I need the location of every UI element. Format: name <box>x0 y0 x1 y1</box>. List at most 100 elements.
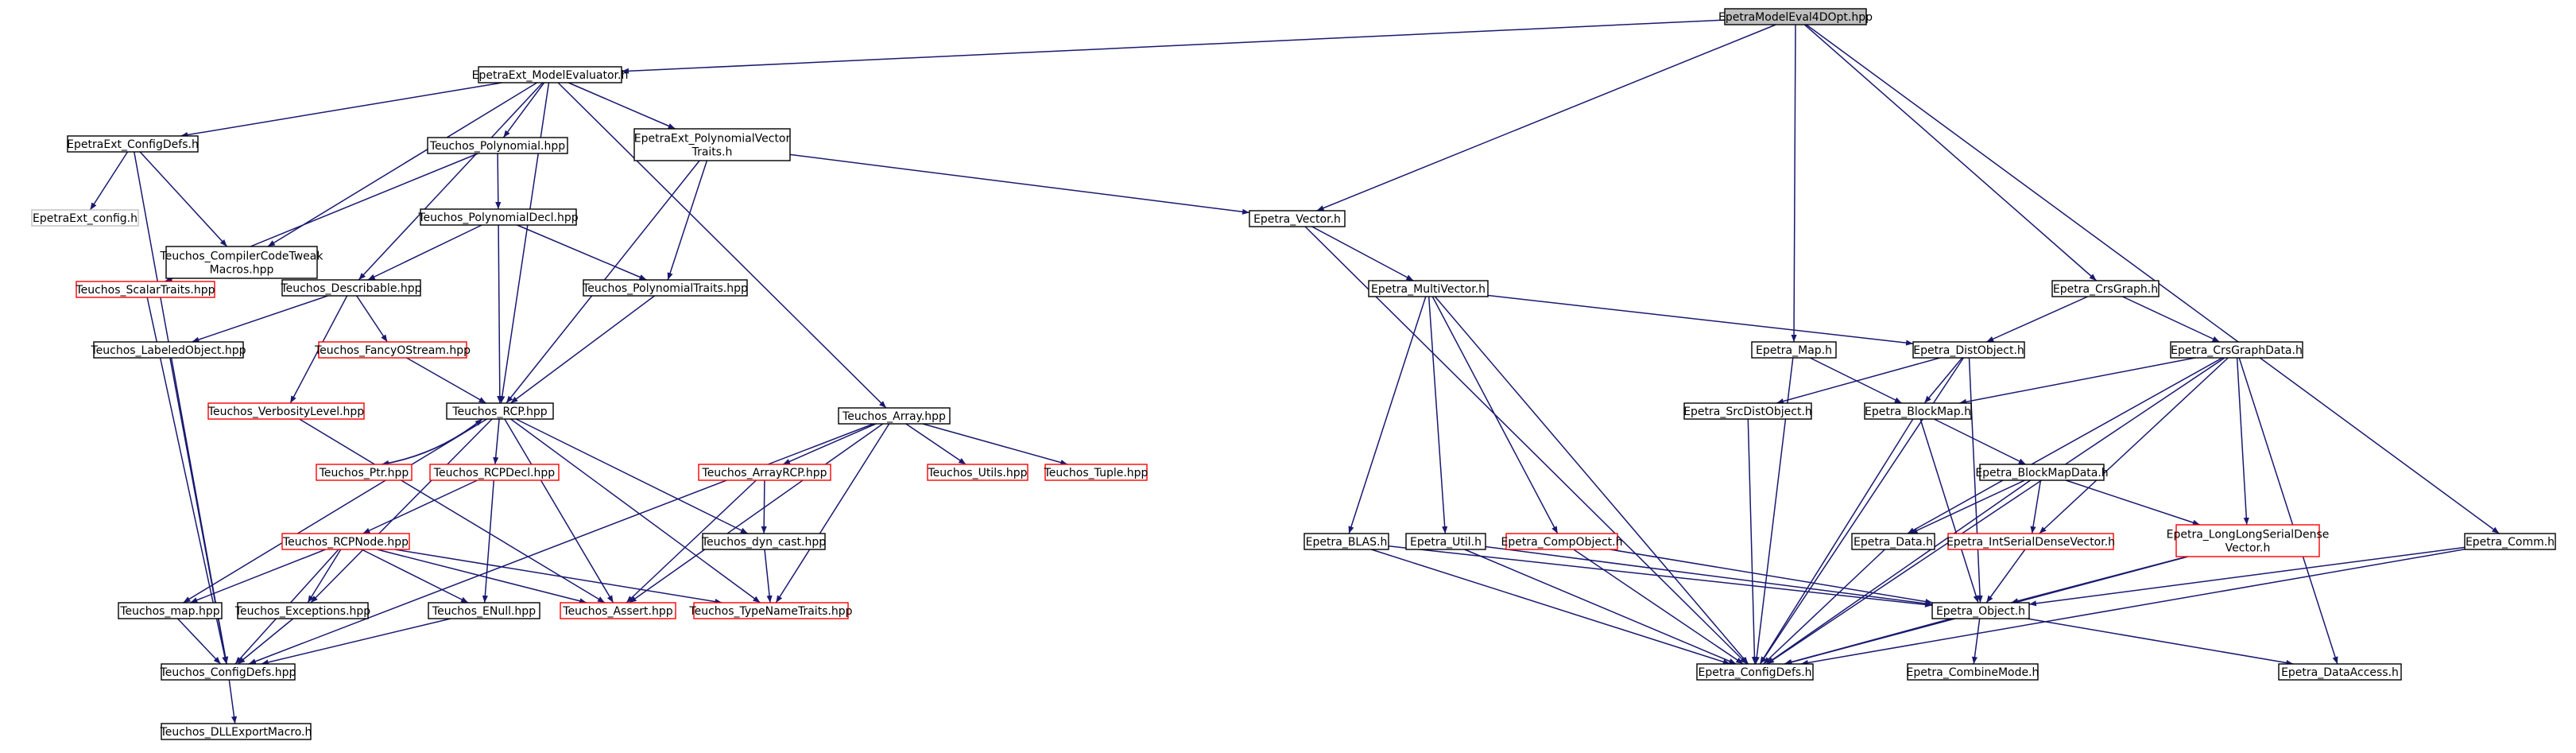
node-fancy[interactable]: Teuchos_FancyOStream.hpp <box>314 341 471 359</box>
node-tcfg[interactable]: Teuchos_ConfigDefs.hpp <box>160 663 296 681</box>
node-dll[interactable]: Teuchos_DLLExportMacro.h <box>160 723 312 740</box>
edge-polydecl-to-polytraits <box>517 224 647 281</box>
node-edist[interactable]: Epetra_DistObject.h <box>1912 341 2025 359</box>
node-label: Epetra_DataAccess.h <box>2281 666 2399 679</box>
node-extcfg[interactable]: EpetraExt_config.h <box>31 209 139 227</box>
node-box <box>1405 533 1486 550</box>
node-polytraits[interactable]: Teuchos_PolynomialTraits.hpp <box>582 279 748 297</box>
node-dyncast[interactable]: Teuchos_dyn_cast.hpp <box>701 533 826 550</box>
node-label: EpetraExt_PolynomialVector <box>634 133 791 146</box>
node-label: EpetraExt_ConfigDefs.h <box>67 138 199 151</box>
node-eblas[interactable]: Epetra_BLAS.h <box>1303 533 1389 550</box>
node-label: Teuchos_Describable.hpp <box>280 282 421 295</box>
node-label: Epetra_MultiVector.h <box>1371 283 1486 296</box>
node-label: Teuchos_Assert.hpp <box>562 605 672 618</box>
node-label: Epetra_BlockMapData.h <box>1975 467 2108 479</box>
node-ecfg[interactable]: Epetra_ConfigDefs.h <box>1696 663 1814 681</box>
node-box <box>118 602 223 619</box>
node-rcp[interactable]: Teuchos_RCP.hpp <box>446 402 554 420</box>
edge-fancy-to-rcp <box>406 357 486 404</box>
node-rcpnode[interactable]: Teuchos_RCPNode.hpp <box>281 533 410 550</box>
node-label: Teuchos_RCPDecl.hpp <box>433 467 556 479</box>
node-edata[interactable]: Epetra_Data.h <box>1851 533 1935 550</box>
edge-me-to-cfg <box>180 82 502 138</box>
node-label: Epetra_CompObject.h <box>1501 536 1623 549</box>
node-verb[interactable]: Teuchos_VerbosityLevel.hpp <box>207 402 365 420</box>
node-scalar[interactable]: Teuchos_ScalarTraits.hpp <box>75 281 215 298</box>
edge-array-to-tuple <box>922 423 1068 466</box>
node-label: Teuchos_map.hpp <box>119 605 219 618</box>
node-me[interactable]: EpetraExt_ModelEvaluator.h <box>472 66 629 83</box>
edge-array-to-assert <box>629 423 884 604</box>
node-enull[interactable]: Teuchos_ENull.hpp <box>428 602 540 619</box>
node-eintsd[interactable]: Epetra_IntSerialDenseVector.h <box>1947 533 2115 550</box>
node-ecrsgd[interactable]: Epetra_CrsGraphData.h <box>2170 341 2303 359</box>
edge-labeled-to-tcfg <box>169 357 229 665</box>
node-root[interactable]: EpetraModelEval4DOpt.hpp <box>1718 8 1873 25</box>
edge-rcpdecl-to-enull <box>482 479 495 604</box>
edge-rcp-to-rcpdecl <box>493 418 500 465</box>
node-evec[interactable]: Epetra_Vector.h <box>1249 210 1346 227</box>
node-tuple[interactable]: Teuchos_Tuple.hpp <box>1044 464 1149 481</box>
node-ptr[interactable]: Teuchos_Ptr.hpp <box>316 464 413 481</box>
node-descr[interactable]: Teuchos_Describable.hpp <box>280 279 422 297</box>
node-polydecl[interactable]: Teuchos_PolynomialDecl.hpp <box>417 208 579 226</box>
edge-rcp-to-dyncast <box>515 418 749 534</box>
node-arrayrcp[interactable]: Teuchos_ArrayRCP.hpp <box>698 464 831 481</box>
node-except[interactable]: Teuchos_Exceptions.hpp <box>234 602 370 619</box>
node-poly[interactable]: Teuchos_Polynomial.hpp <box>427 137 568 154</box>
node-ecomm[interactable]: Epetra_Comm.h <box>2464 533 2556 550</box>
edge-rcp-to-assert <box>504 418 614 604</box>
edge-root-to-evec <box>1316 24 1776 212</box>
node-cfg[interactable]: EpetraExt_ConfigDefs.h <box>67 135 199 153</box>
node-ebmapd[interactable]: Epetra_BlockMapData.h <box>1975 464 2109 481</box>
node-emv[interactable]: Epetra_MultiVector.h <box>1368 280 1489 297</box>
node-ebmap[interactable]: Epetra_BlockMap.h <box>1864 402 1972 420</box>
node-map[interactable]: Teuchos_map.hpp <box>118 602 223 619</box>
edge-arrayrcp-to-dyncast <box>761 479 767 534</box>
node-emap[interactable]: Epetra_Map.h <box>1751 341 1837 359</box>
edge-eutil-to-ecfg <box>1464 549 1737 665</box>
edge-dyncast-to-typename <box>764 549 773 604</box>
edges-layer <box>89 19 2500 724</box>
node-eutil[interactable]: Epetra_Util.h <box>1405 533 1486 550</box>
node-label: EpetraExt_ModelEvaluator.h <box>472 69 629 82</box>
node-rcpdecl[interactable]: Teuchos_RCPDecl.hpp <box>429 464 560 481</box>
node-box <box>1931 602 2030 619</box>
node-ecrsg[interactable]: Epetra_CrsGraph.h <box>2051 280 2160 297</box>
node-edacc[interactable]: Epetra_DataAccess.h <box>2278 663 2402 681</box>
node-box <box>2175 524 2320 557</box>
node-ecmode[interactable]: Epetra_CombineMode.h <box>1907 663 2039 681</box>
node-assert[interactable]: Teuchos_Assert.hpp <box>560 602 676 619</box>
node-box <box>702 533 826 550</box>
node-ecomp[interactable]: Epetra_CompObject.h <box>1501 533 1623 550</box>
node-typename[interactable]: Teuchos_TypeNameTraits.hpp <box>688 602 853 619</box>
node-label: Epetra_Object.h <box>1936 605 2025 618</box>
node-box <box>67 135 199 153</box>
edge-me-to-descr <box>358 82 544 281</box>
node-label: Teuchos_ENull.hpp <box>432 605 536 618</box>
edge-descr-to-fancy <box>356 295 388 343</box>
node-box <box>31 209 139 227</box>
node-labeled[interactable]: Teuchos_LabeledObject.hpp <box>90 341 246 359</box>
node-box <box>316 464 413 481</box>
edge-rcp-to-typename <box>510 418 761 604</box>
node-label: Epetra_IntSerialDenseVector.h <box>1947 536 2115 549</box>
edge-emv-to-edist <box>1487 294 1914 346</box>
node-label: Epetra_Map.h <box>1756 344 1832 357</box>
node-eobj[interactable]: Epetra_Object.h <box>1931 602 2030 619</box>
node-label: Teuchos_ConfigDefs.hpp <box>160 666 296 679</box>
node-array[interactable]: Teuchos_Array.hpp <box>838 407 951 425</box>
edge-ebmapd-to-edata <box>1910 479 2025 534</box>
edge-polytraits-to-rcp <box>509 295 656 404</box>
node-esrcdist[interactable]: Epetra_SrcDistObject.h <box>1683 402 1812 420</box>
node-label: Traits.h <box>691 146 733 159</box>
edge-ebmap-to-ecfg <box>1759 418 1914 665</box>
edge-emv-to-ecfg <box>1434 296 1749 665</box>
edge-ecrsgd-to-edata <box>1907 357 2223 534</box>
node-utils[interactable]: Teuchos_Utils.hpp <box>927 464 1028 481</box>
edge-ecrsgd-to-elongsd <box>2236 357 2249 526</box>
